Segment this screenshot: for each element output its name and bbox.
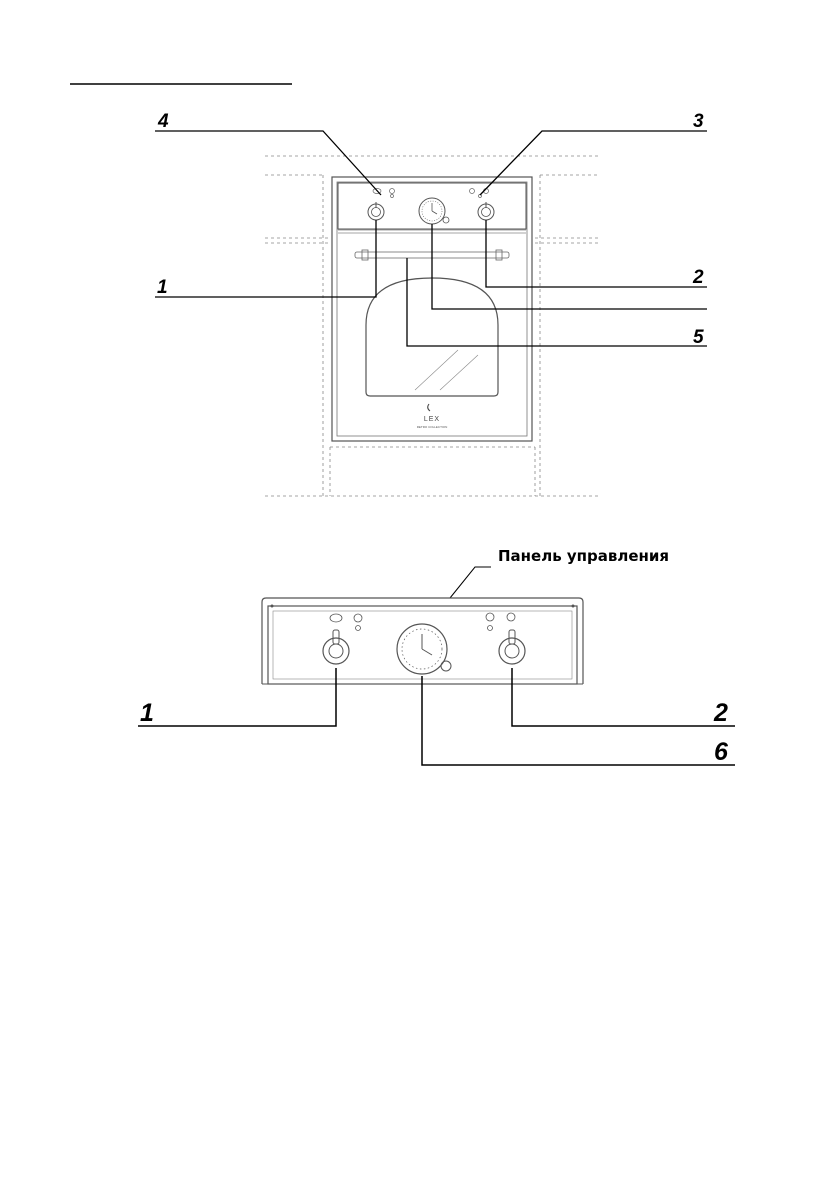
panel-timer-dial xyxy=(397,624,451,674)
oven-front-view: LEX RETRO COLLECTION xyxy=(265,156,598,496)
brand-sub-text: RETRO COLLECTION xyxy=(417,425,448,429)
panel-detail-indicators xyxy=(330,613,515,631)
brand-logo-text: LEX xyxy=(424,416,440,423)
callout-bottom-1: 1 xyxy=(140,699,154,727)
callout-top-2: 2 xyxy=(692,267,704,288)
panel-left-knob xyxy=(323,630,349,664)
control-panel-detail xyxy=(262,598,583,684)
cabinet-dashed-lines xyxy=(265,156,598,496)
callout-top-1: 1 xyxy=(157,277,168,298)
timer-dial xyxy=(419,198,449,224)
callout-top-3: 3 xyxy=(693,111,704,132)
bottom-leader-lines xyxy=(138,668,735,765)
right-knob xyxy=(478,202,494,220)
top-leader-lines xyxy=(155,131,707,346)
control-panel-label-leader xyxy=(450,567,491,598)
callout-top-4: 4 xyxy=(157,111,169,132)
panel-right-knob xyxy=(499,630,525,664)
callout-top-5: 5 xyxy=(693,327,704,348)
control-panel-label: Панель управления xyxy=(498,547,669,565)
window-reflection xyxy=(415,350,478,390)
brand-logo: LEX RETRO COLLECTION xyxy=(417,404,448,429)
panel-indicators xyxy=(373,189,489,198)
left-knob xyxy=(368,202,384,220)
callout-bottom-2: 2 xyxy=(713,699,728,727)
callout-bottom-6: 6 xyxy=(714,738,729,766)
